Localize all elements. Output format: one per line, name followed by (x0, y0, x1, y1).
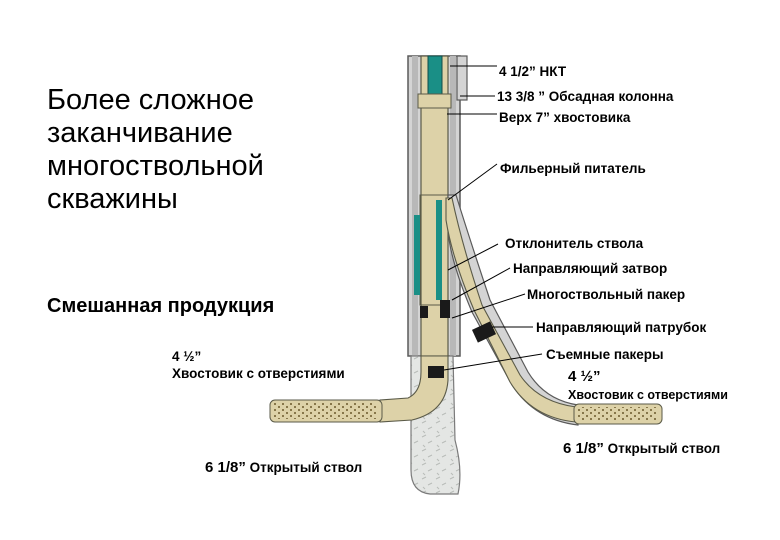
page-title: Более сложное заканчивание многоствольно… (47, 84, 264, 215)
label-right-liner-size: 4 ½” (568, 368, 601, 385)
guide-sub-packer (471, 321, 497, 343)
label-retrievable-packers: Съемные пакеры (546, 347, 664, 362)
label-left-liner-size: 4 ½” (172, 349, 202, 364)
label-right-open-hole-size: 6 1/8” (563, 440, 604, 457)
left-slotted-liner (269, 399, 383, 423)
label-casing: 13 3/8 ” Обсадная колонна (497, 89, 674, 104)
main-tubing (417, 55, 452, 357)
label-right-open-hole-desc: Открытый ствол (607, 441, 721, 456)
label-tubing: 4 1/2” НКТ (499, 64, 567, 79)
label-left-liner-desc: Хвостовик с отверстиями (172, 366, 345, 381)
annulus-strip-inner (436, 200, 442, 300)
multilateral-packer-right (440, 300, 450, 318)
label-whipstock: Отклонитель ствола (505, 236, 644, 251)
lateral-casing (447, 194, 579, 426)
label-guide-valve: Направляющий затвор (513, 261, 668, 276)
label-filter-feeder: Фильерный питатель (500, 161, 646, 176)
retrievable-packer (428, 366, 444, 378)
page-subtitle: Смешанная продукция (47, 295, 275, 317)
leader-lines (443, 65, 543, 371)
label-left-open-hole: 6 1/8” Открытый ствол (205, 459, 362, 476)
label-guide-sub: Направляющий патрубок (536, 320, 707, 335)
label-liner-top: Верх 7” хвостовика (499, 110, 631, 125)
multilateral-packer-left (420, 306, 428, 318)
label-left-open-hole-desc: Открытый ствол (249, 460, 363, 475)
label-multilateral-packer: Многоствольный пакер (527, 287, 686, 302)
annulus-strip-left (414, 215, 420, 295)
right-slotted-liner (573, 403, 663, 425)
label-left-open-hole-size: 6 1/8” (205, 459, 246, 476)
label-right-open-hole: 6 1/8” Открытый ствол (563, 440, 720, 457)
label-right-liner-desc: Хвостовик с отверстиями (568, 388, 728, 402)
